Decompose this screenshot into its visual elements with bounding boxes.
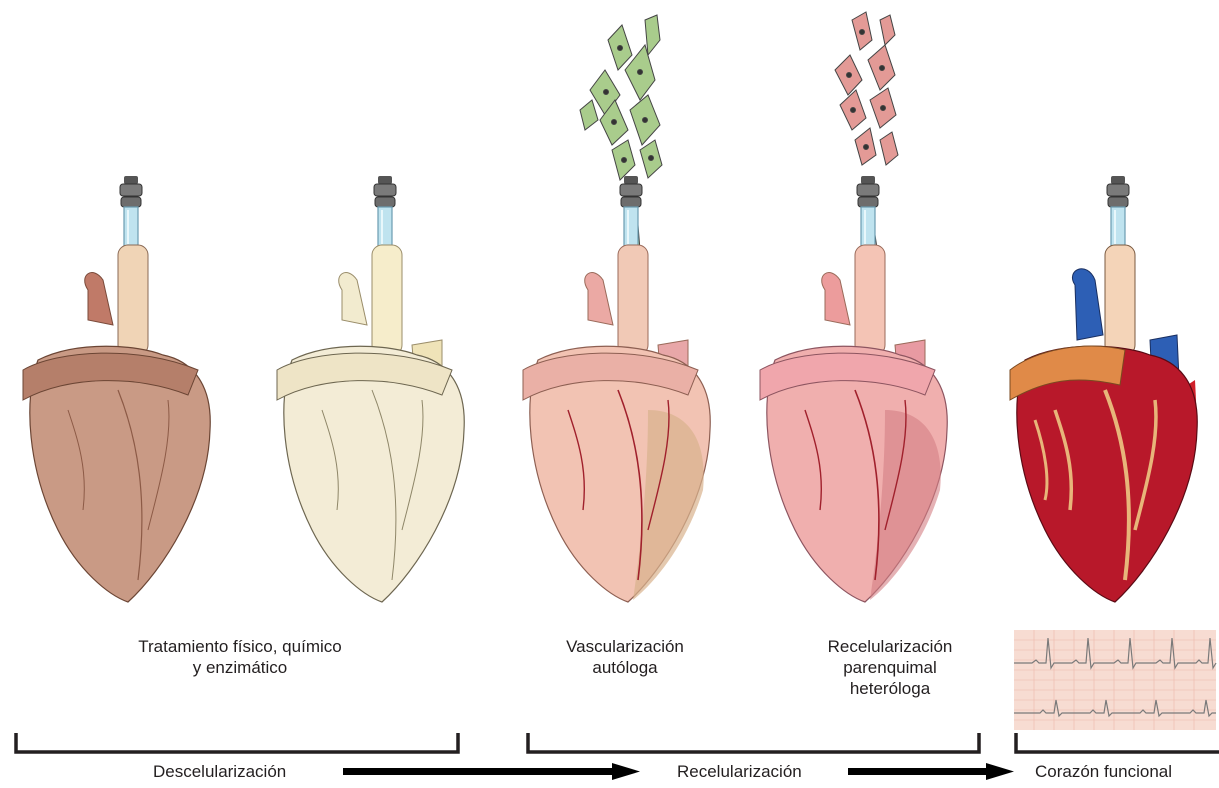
phase-label-recellularization: Recelularización	[677, 762, 802, 782]
arrow-1	[343, 763, 640, 780]
step-label-treatment: Tratamiento físico, químico y enzimático	[110, 636, 370, 678]
endothelial-cells	[580, 15, 662, 255]
phase-label-functional-heart: Corazón funcional	[1035, 762, 1172, 782]
ecg-strip	[1014, 630, 1216, 730]
recellularized-heart	[760, 176, 947, 602]
bracket-corazon-funcional	[1016, 733, 1219, 752]
vascularized-heart	[523, 176, 710, 602]
bracket-recelularizacion	[528, 733, 979, 752]
bracket-descelularizacion	[16, 733, 458, 752]
functional-heart	[1010, 176, 1197, 602]
step-label-vascularization: Vascularización autóloga	[535, 636, 715, 678]
phase-label-decellularization: Descelularización	[153, 762, 286, 782]
step-label-recellularization: Recelularización parenquimal heteróloga	[795, 636, 985, 699]
cadaveric-heart	[23, 176, 210, 602]
arrow-2	[848, 763, 1014, 780]
decellularized-heart	[277, 176, 464, 602]
